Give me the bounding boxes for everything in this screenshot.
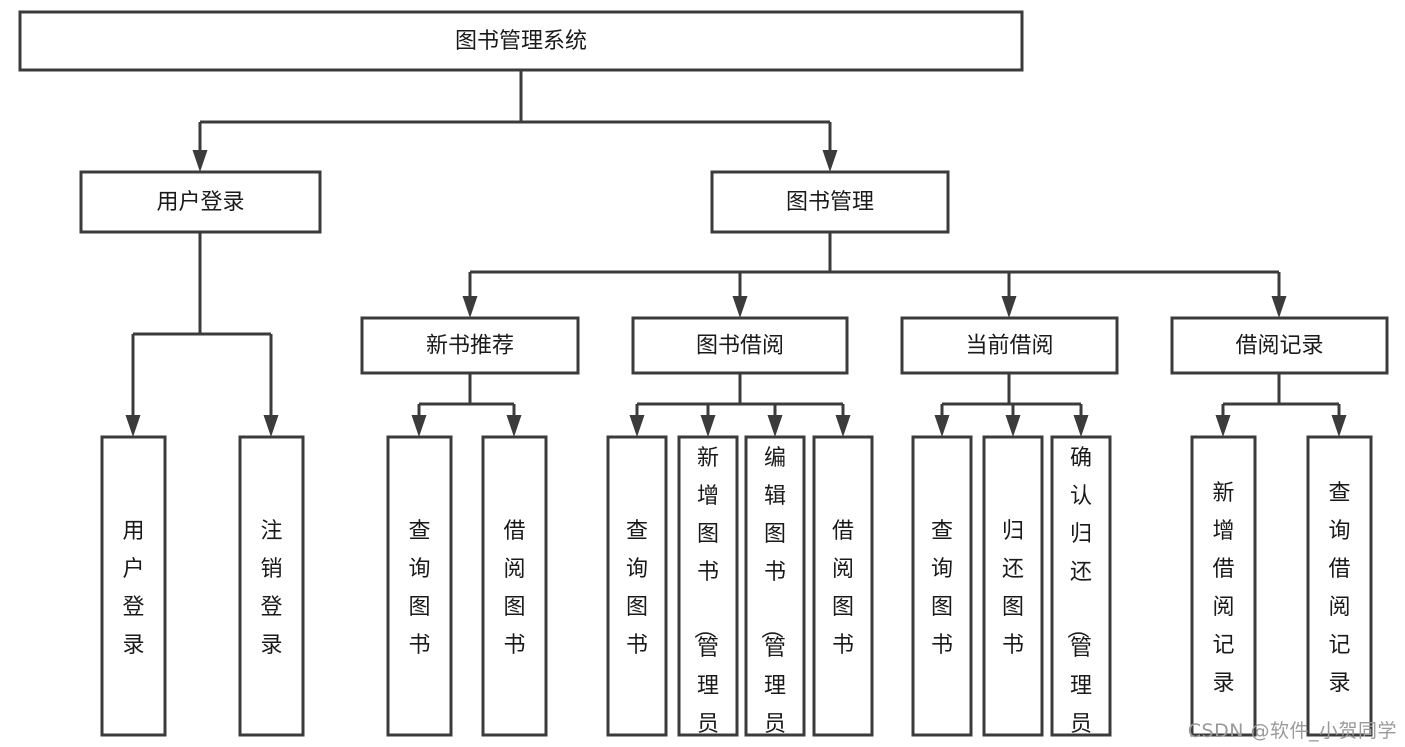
node-label: 新书推荐 <box>426 334 514 359</box>
nodes-layer: 图书管理系统用户登录图书管理新书推荐图书借阅当前借阅借阅记录用户登录注销登录查询… <box>18 10 1389 747</box>
node-leaf-user-logout[interactable]: 注销登录 <box>238 435 305 737</box>
node-book-manage[interactable]: 图书管理 <box>710 170 950 234</box>
connector-group <box>934 373 1089 437</box>
node-leaf-query-book-1[interactable]: 查询图书 <box>386 435 453 737</box>
node-label: 新增图书（管理员） <box>691 446 719 747</box>
connector-group <box>462 232 1287 318</box>
node-leaf-query-book-2[interactable]: 查询图书 <box>606 435 668 737</box>
node-book-borrow[interactable]: 图书借阅 <box>631 316 849 375</box>
node-label: 注销登录 <box>260 519 282 658</box>
node-label: 借阅记录 <box>1235 334 1323 359</box>
node-label: 图书管理 <box>786 190 874 215</box>
node-leaf-user-login[interactable]: 用户登录 <box>100 435 167 737</box>
node-label: 归还图书 <box>1002 519 1024 658</box>
node-label: 编辑图书（管理员） <box>758 446 786 747</box>
node-root[interactable]: 图书管理系统 <box>18 10 1024 72</box>
connector-group <box>629 373 851 437</box>
node-label: 查询借阅记录 <box>1328 481 1350 696</box>
node-label: 确认归还（管理员） <box>1064 446 1092 747</box>
node-leaf-borrow-book-1[interactable]: 借阅图书 <box>481 435 548 737</box>
node-label: 图书管理系统 <box>455 29 587 54</box>
node-label: 借阅图书 <box>503 519 525 658</box>
node-label: 借阅图书 <box>832 519 854 658</box>
node-leaf-edit-book[interactable]: 编辑图书（管理员） <box>744 435 806 747</box>
node-label: 查询图书 <box>626 519 648 658</box>
node-leaf-add-book[interactable]: 新增图书（管理员） <box>677 435 739 747</box>
connector-group <box>192 70 838 172</box>
node-label: 当前借阅 <box>965 334 1053 359</box>
node-borrow-record[interactable]: 借阅记录 <box>1170 316 1389 375</box>
connector-group <box>125 232 279 437</box>
node-label: 新增借阅记录 <box>1212 481 1234 696</box>
connectors-layer <box>125 70 1347 437</box>
node-leaf-add-record[interactable]: 新增借阅记录 <box>1190 435 1257 737</box>
node-leaf-return-book[interactable]: 归还图书 <box>982 435 1044 737</box>
connector-group <box>1215 373 1347 437</box>
node-current-borrow[interactable]: 当前借阅 <box>900 316 1119 375</box>
node-leaf-borrow-book-2[interactable]: 借阅图书 <box>812 435 874 737</box>
node-leaf-confirm-return[interactable]: 确认归还（管理员） <box>1050 435 1112 747</box>
node-user-login[interactable]: 用户登录 <box>79 170 322 234</box>
node-label: 查询图书 <box>408 519 430 658</box>
connector-group <box>411 373 522 437</box>
node-label: 用户登录 <box>122 519 144 658</box>
node-label: 用户登录 <box>156 190 244 215</box>
node-new-book-rec[interactable]: 新书推荐 <box>360 316 580 375</box>
node-label: 图书借阅 <box>696 334 784 359</box>
node-label: 查询图书 <box>931 519 953 658</box>
node-leaf-query-book-3[interactable]: 查询图书 <box>911 435 973 737</box>
node-leaf-query-record[interactable]: 查询借阅记录 <box>1306 435 1373 737</box>
